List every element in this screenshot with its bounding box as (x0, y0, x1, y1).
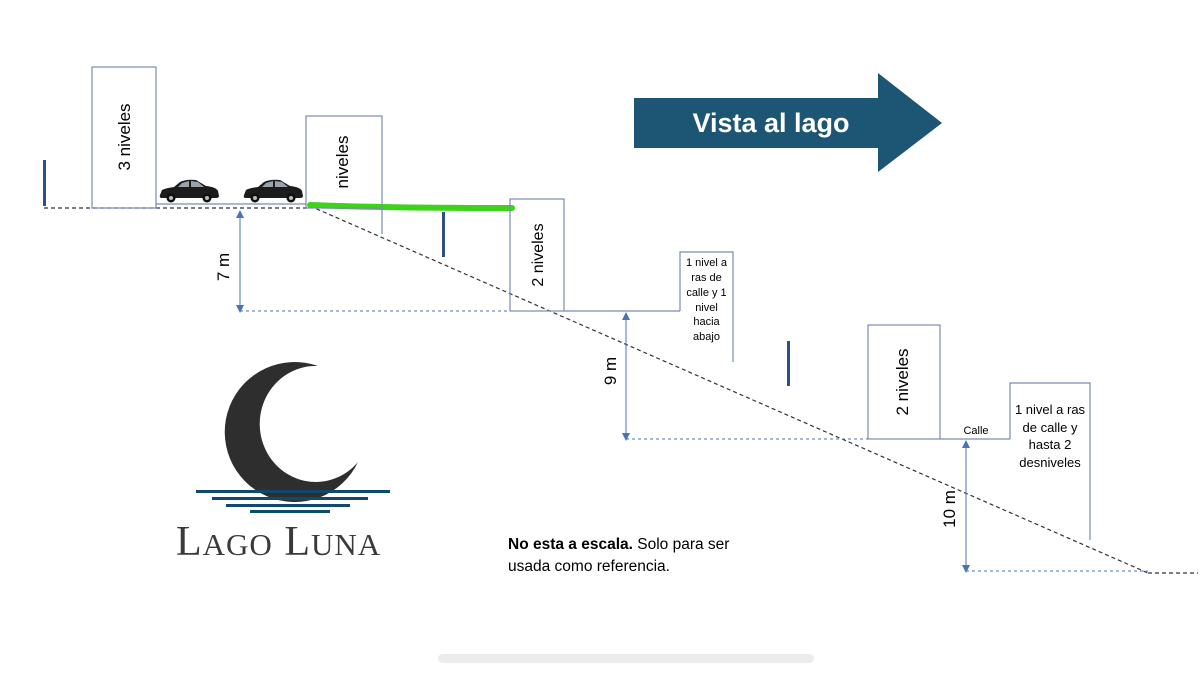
building-3 (509, 198, 565, 312)
brand-rest-2: UNA (310, 527, 382, 562)
building-4-label: 1 nivel a ras de calle y 1 nivel hacia a… (686, 257, 727, 344)
dimension-9m-label: 9 m (601, 357, 620, 385)
building-3-label: 2 niveles (530, 223, 547, 286)
lot-marker-2 (442, 212, 445, 257)
building-5-label: 2 niveles (893, 348, 912, 415)
slope-line (309, 205, 1149, 574)
dimension-10m (962, 440, 1148, 573)
car-icon (243, 179, 303, 203)
horizontal-scrollbar[interactable] (438, 654, 814, 663)
dimension-10m-label: 10 m (940, 490, 959, 528)
dimension-7m-label: 7 m (214, 253, 233, 281)
scale-note: No esta a escala. Solo para ser usada co… (508, 534, 738, 578)
scale-note-bold: No esta a escala. (508, 536, 633, 553)
building-2 (305, 115, 383, 209)
building-6-label: 1 nivel a ras de calle y hasta 2 desnive… (1014, 402, 1086, 470)
brand-initial-2: L (284, 519, 311, 565)
moon-logo-icon (196, 362, 390, 513)
lot-marker-1 (43, 160, 46, 206)
building-1-label: 3 niveles (115, 103, 134, 170)
lot-marker-3 (787, 341, 790, 386)
building-2-label: niveles (333, 136, 352, 189)
dimension-7m (236, 210, 510, 313)
building-5 (867, 324, 941, 440)
scale-note-rest: Solo para ser usada como referencia. (508, 536, 730, 575)
dimension-9m (622, 312, 868, 441)
lake-view-label: Vista al lago (692, 108, 849, 138)
brand-name: LAGO LUNA (176, 518, 416, 566)
lake-view-arrow: Vista al lago (634, 73, 942, 172)
building-4 (679, 251, 734, 362)
street-label: Calle (963, 425, 988, 437)
car-icon (159, 179, 219, 203)
building-6 (1009, 382, 1091, 540)
brand-rest-1: AGO (202, 527, 273, 562)
highlight-stroke (307, 202, 515, 211)
brand-initial-1: L (176, 519, 203, 565)
building-1 (91, 66, 157, 209)
